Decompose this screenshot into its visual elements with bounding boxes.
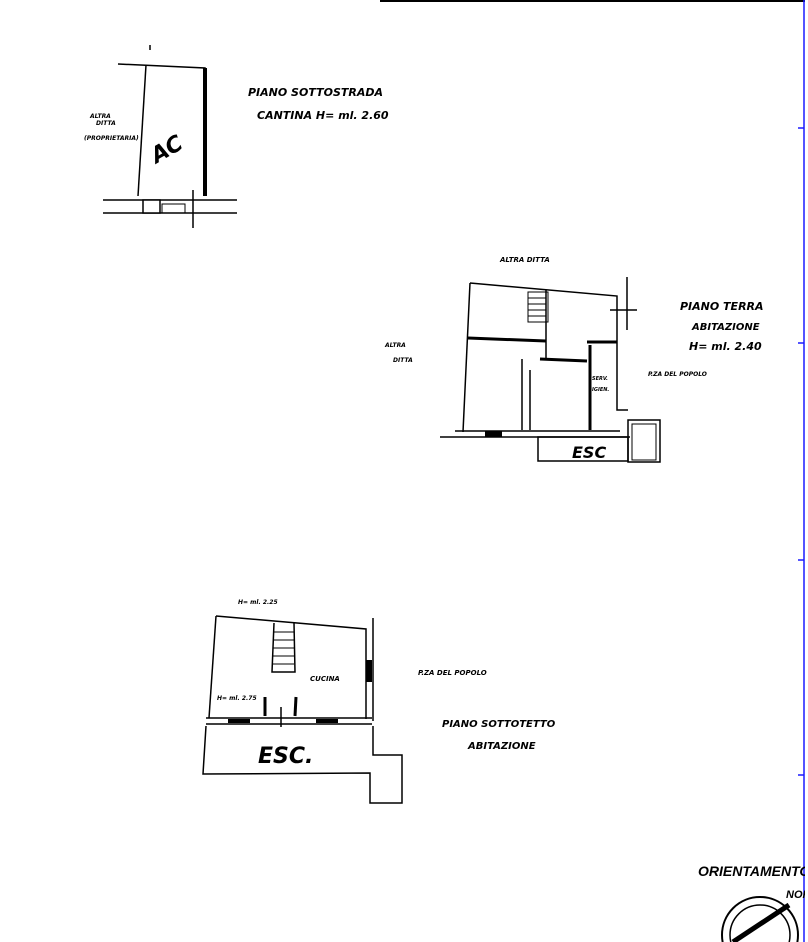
basement-plan <box>103 45 237 228</box>
attic-street: P.ZA DEL POPOLO <box>418 669 487 677</box>
ground-neighbor-top: ALTRA DITTA <box>499 256 550 264</box>
ground-use: ABITAZIONE <box>691 322 760 333</box>
attic-height-max: H= ml. 2.25 <box>238 599 278 606</box>
ground-room-line1: SERV. <box>592 376 608 382</box>
attic-use: ABITAZIONE <box>467 741 536 752</box>
orientation-label: ORIENTAMENTO <box>698 863 808 879</box>
attic-title: PIANO SOTTOTETTO <box>442 719 556 730</box>
ground-neighbor-left-line1: ALTRA <box>384 342 406 349</box>
page-edge <box>805 0 808 942</box>
basement-neighbor-line1: ALTRA <box>89 113 111 120</box>
compass-rose-icon <box>721 896 799 942</box>
attic-excluded-mark: ESC. <box>258 744 313 769</box>
basement-subtitle: CANTINA H= ml. 2.60 <box>257 109 389 122</box>
ground-floor-plan <box>440 277 661 463</box>
basement-room-mark: AC <box>145 131 187 170</box>
ground-room-line2: IGIEN. <box>592 387 609 393</box>
basement-title: PIANO SOTTOSTRADA <box>248 86 383 99</box>
attic-room: CUCINA <box>310 675 340 683</box>
basement-neighbor-line3: (PROPRIETARIA) <box>84 135 139 142</box>
ground-neighbor-left-line2: DITTA <box>393 357 413 364</box>
orientation-north: NORD <box>786 889 808 901</box>
ground-street: P.ZA DEL POPOLO <box>648 371 707 378</box>
attic-plan <box>202 615 403 804</box>
attic-height-min: H= ml. 2.75 <box>217 695 257 702</box>
ground-title: PIANO TERRA <box>680 300 764 313</box>
frame-ticks <box>798 127 804 776</box>
basement-neighbor-line2: DITTA <box>96 120 116 127</box>
ground-excluded-mark: ESC <box>572 443 606 462</box>
ground-height: H= ml. 2.40 <box>689 340 762 353</box>
